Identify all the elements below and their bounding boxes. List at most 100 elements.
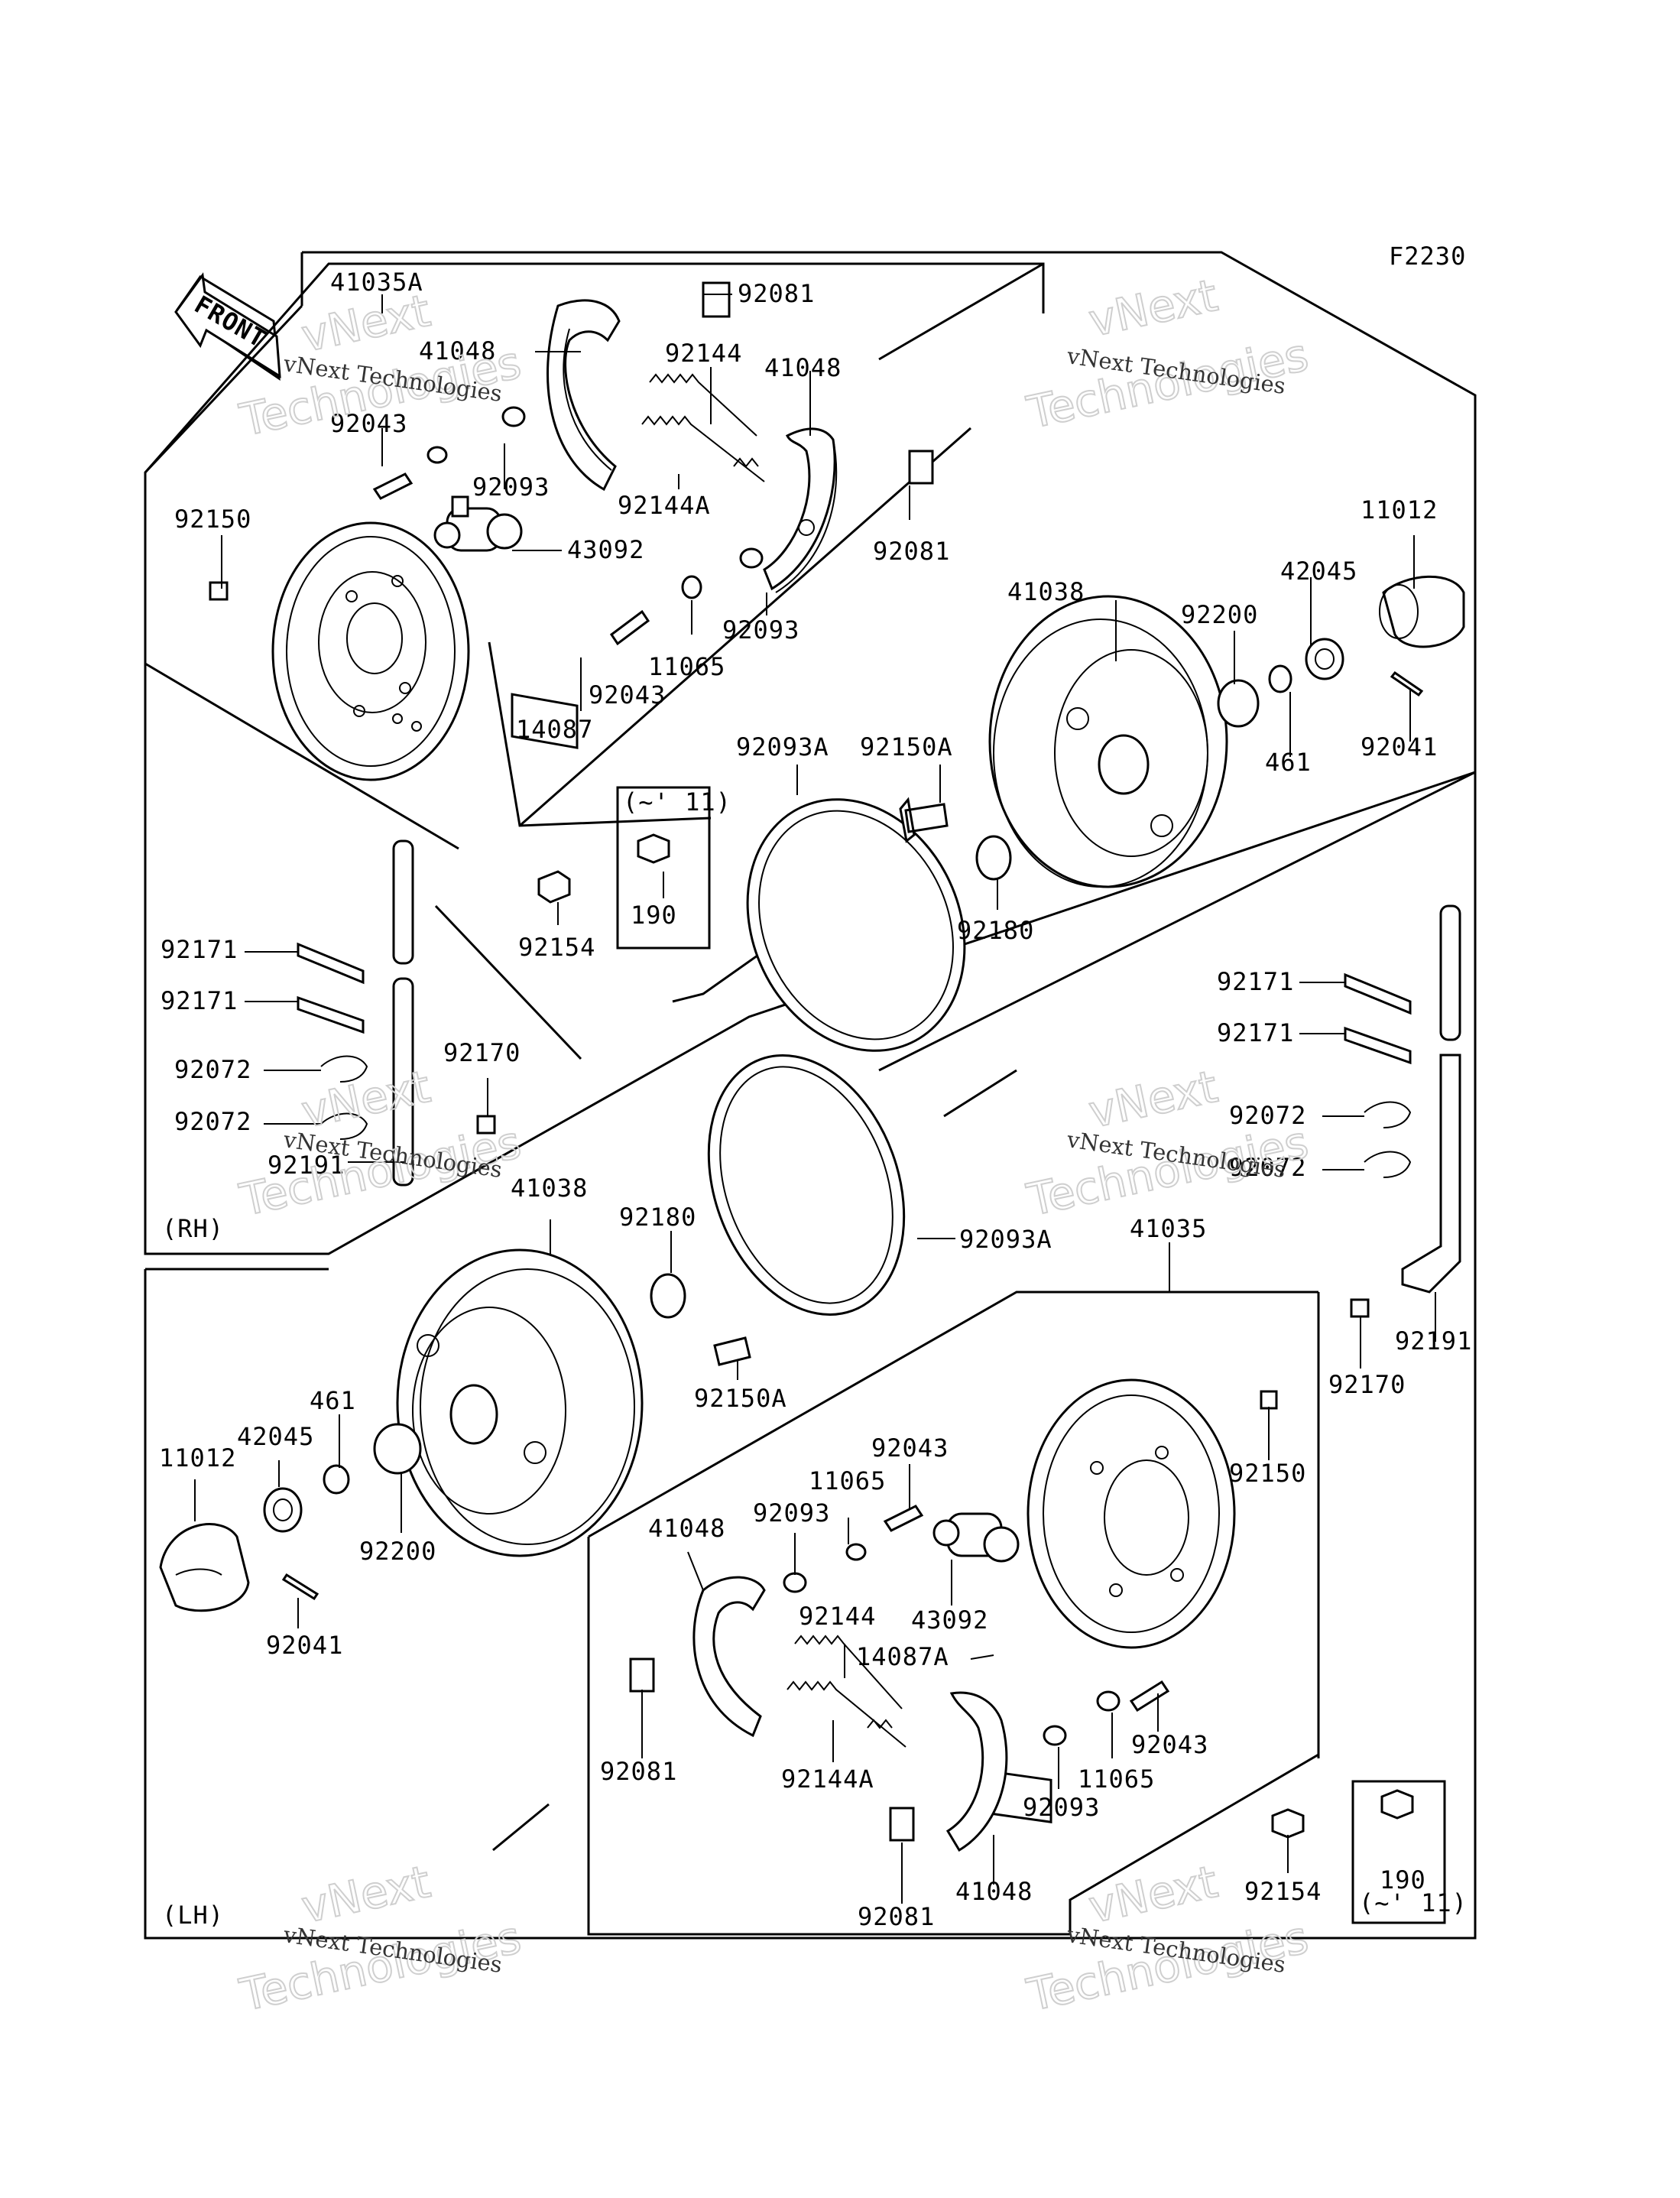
svg-text:vNext: vNext	[297, 1855, 435, 1933]
spring-rh-b	[641, 415, 765, 482]
part-label: 92093	[472, 472, 550, 502]
part-label: 11012	[1361, 495, 1438, 524]
part-label: 42045	[1280, 557, 1357, 586]
leader-lines	[194, 294, 1436, 1904]
part-label: 92072	[174, 1107, 251, 1136]
part-label: 11065	[1078, 1765, 1155, 1794]
clip-rh-a	[702, 281, 731, 318]
adjuster-plate-rh	[511, 693, 579, 749]
pin-rh-b	[609, 609, 650, 646]
clip-92170-r	[1350, 1298, 1370, 1318]
clip-92072-l2	[320, 1112, 368, 1140]
hub-cap-lh	[159, 1523, 250, 1612]
brake-shoe-lh-b	[945, 1691, 1008, 1852]
clip-92072-l1	[320, 1055, 368, 1083]
seal-92093A-rh	[746, 798, 966, 1052]
watermark-2: vNext Technologies vNext Technologies	[1022, 268, 1314, 440]
brake-hose-rh	[392, 839, 414, 1187]
clamp-92171-r1	[1344, 972, 1412, 1015]
part-label: 11065	[809, 1466, 886, 1495]
pin-rh-a	[372, 472, 414, 500]
part-label: 92144A	[781, 1765, 874, 1794]
part-labels: 41035A 41048 92081 92144 41048 92043 920…	[159, 268, 1472, 1931]
part-label: 92154	[1244, 1877, 1322, 1906]
part-label: 461	[1265, 748, 1312, 777]
part-label: 92081	[738, 279, 815, 308]
variant-note-rh: (~' 11)	[623, 787, 731, 817]
part-label: 92043	[871, 1433, 949, 1463]
variant-note-lh: (~' 11)	[1359, 1888, 1468, 1917]
washer-92093-lh-a	[783, 1572, 807, 1593]
washer-92200-rh	[1217, 679, 1260, 728]
castle-nut-rh	[1305, 638, 1344, 680]
part-label: 14087	[516, 715, 593, 744]
washer-rh-c	[739, 547, 764, 569]
part-label: 92171	[161, 935, 238, 964]
brake-shoe-rh-b	[763, 427, 838, 593]
part-label: 461	[310, 1386, 356, 1415]
part-label: 92150A	[694, 1384, 787, 1413]
part-label: 92093	[1023, 1793, 1100, 1822]
part-label: 92191	[268, 1151, 345, 1180]
part-label: 41048	[419, 336, 496, 365]
part-label: 11012	[159, 1443, 236, 1472]
part-label: 92041	[266, 1631, 343, 1660]
part-label: 92171	[1217, 1018, 1294, 1047]
part-label: 92170	[1328, 1370, 1406, 1399]
wheel-cylinder-rh	[433, 495, 523, 552]
watermark-3: vNext Technologies vNext Technologies	[235, 1060, 527, 1227]
part-label: 92072	[1229, 1153, 1306, 1182]
rh-section-label: (RH)	[162, 1214, 224, 1243]
svg-text:vNext: vNext	[1085, 1855, 1222, 1933]
spring-lh-b	[786, 1680, 906, 1748]
part-label: 42045	[237, 1422, 314, 1451]
bolt-rh	[209, 581, 229, 601]
part-label: 41035A	[330, 268, 423, 297]
washer-461-rh	[1268, 664, 1292, 693]
part-label: 92180	[619, 1203, 696, 1232]
brake-shoe-rh-a	[546, 299, 621, 492]
clamp-92171-l1	[297, 942, 365, 985]
bolt-92150A-lh	[713, 1336, 751, 1366]
washer-11065-lh-a	[845, 1543, 867, 1561]
washer-461-lh	[323, 1464, 350, 1495]
front-arrow-icon: FRONT	[174, 272, 281, 381]
part-label: 92191	[1395, 1326, 1472, 1355]
cotter-pin-rh	[1390, 670, 1424, 697]
svg-text:vNext: vNext	[1085, 269, 1222, 347]
clip-rh-b	[908, 450, 934, 485]
o-ring-92180-rh	[975, 835, 1012, 881]
part-label: 92150	[174, 505, 251, 534]
o-ring-92180-lh	[650, 1273, 686, 1319]
part-label: 92081	[600, 1757, 677, 1786]
part-label: 11065	[648, 652, 725, 681]
clip-92081-lh-b	[889, 1807, 915, 1842]
brake-drum-rh	[988, 595, 1228, 888]
pin-lh-b	[1129, 1680, 1170, 1713]
washer-rh-d	[681, 575, 702, 599]
castle-nut-lh	[263, 1487, 303, 1533]
brake-hose-lh	[1401, 904, 1461, 1294]
part-label: 190	[631, 901, 677, 930]
part-label: 41048	[648, 1514, 725, 1543]
part-label: 92043	[1131, 1730, 1208, 1759]
figure-code: F2230	[1389, 242, 1466, 271]
lh-panel-outline: (LH)	[144, 772, 1477, 1940]
part-label: 92093	[753, 1498, 830, 1528]
backing-plate-rh	[271, 521, 470, 781]
brake-drum-lh	[396, 1248, 644, 1557]
part-label: 14087A	[856, 1642, 949, 1671]
washer-11065-lh-b	[1096, 1690, 1121, 1712]
part-label: 92200	[1181, 600, 1258, 629]
part-label: 92144A	[618, 491, 711, 520]
part-label: 92150	[1229, 1459, 1306, 1488]
clip-92072-r2	[1364, 1151, 1412, 1178]
part-label: 92180	[957, 916, 1034, 945]
clip-92072-r1	[1364, 1101, 1412, 1128]
washer-rh-a	[426, 446, 448, 464]
part-label: 43092	[567, 535, 644, 564]
brake-shoe-lh-a	[692, 1576, 766, 1738]
part-label: 92171	[1217, 967, 1294, 996]
clamp-92171-r2	[1344, 1026, 1412, 1065]
